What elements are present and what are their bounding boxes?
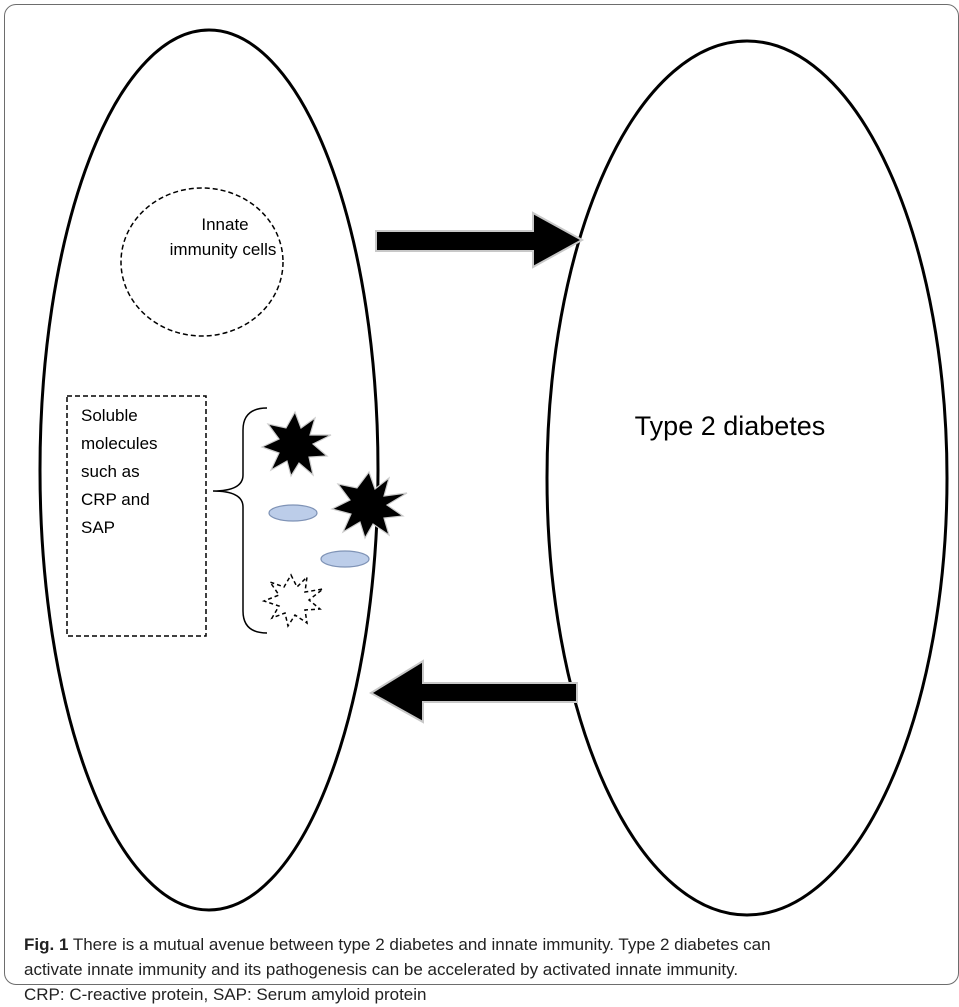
- caption-line-1: Fig. 1 There is a mutual avenue between …: [24, 932, 944, 957]
- starburst-molecule-2: [330, 470, 408, 540]
- caption-line-2: activate innate immunity and its pathoge…: [24, 960, 739, 979]
- figure-caption: Fig. 1 There is a mutual avenue between …: [24, 932, 944, 1007]
- figure-frame: Innate immunity cells Soluble molecules …: [4, 4, 959, 985]
- outlined-starburst-molecule: [261, 573, 324, 628]
- starburst-molecule-1: [260, 410, 332, 478]
- soluble-label-line2: molecules: [81, 434, 158, 453]
- type2-diabetes-label: Type 2 diabetes: [635, 411, 826, 441]
- figure-label: Fig. 1: [24, 935, 69, 954]
- innate-cells-label-line2: immunity cells: [170, 240, 277, 259]
- arrow-to-immunity: [369, 659, 578, 724]
- caption-text-1: There is a mutual avenue between type 2 …: [68, 935, 771, 954]
- innate-immunity-ellipse: [38, 28, 380, 912]
- curly-brace: [212, 407, 268, 634]
- soluble-label-line4: CRP and: [81, 490, 150, 509]
- soluble-label-line1: Soluble: [81, 406, 138, 425]
- arrow-to-diabetes: [375, 211, 585, 269]
- soluble-label-line5: SAP: [81, 518, 115, 537]
- type2-diabetes-ellipse: [545, 39, 949, 917]
- innate-cells-dashed-ellipse: [120, 187, 284, 337]
- soluble-label-line3: such as: [81, 462, 140, 481]
- diagram: Innate immunity cells Soluble molecules …: [38, 28, 949, 917]
- soluble-molecules-dashed-box: [66, 395, 207, 637]
- innate-cells-label-line1: Innate: [201, 215, 248, 234]
- disc-molecule-1: [268, 504, 318, 522]
- disc-molecule-2: [320, 550, 370, 568]
- caption-line-3: CRP: C-reactive protein, SAP: Serum amyl…: [24, 985, 427, 1004]
